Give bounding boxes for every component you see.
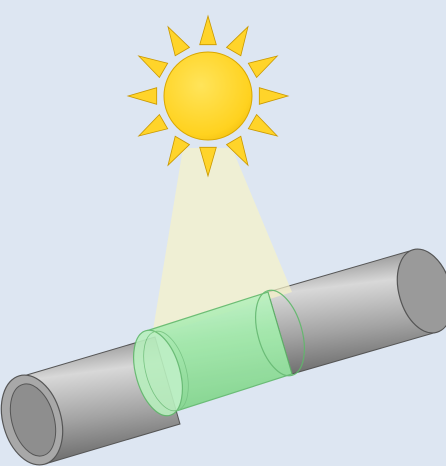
sun-ray bbox=[258, 87, 290, 105]
pipe-opening bbox=[9, 383, 57, 457]
sun-ray bbox=[225, 135, 249, 167]
sun-ray bbox=[167, 135, 191, 167]
sleeve-lip bbox=[143, 330, 189, 412]
light-beam bbox=[152, 148, 292, 336]
sun-rays bbox=[126, 14, 290, 178]
heat-shrink-sleeve bbox=[133, 289, 305, 417]
sleeve-left-edge bbox=[133, 329, 183, 417]
sun-ray bbox=[137, 113, 169, 137]
sun-ray bbox=[199, 14, 217, 46]
sun-ray bbox=[225, 25, 249, 57]
pipe-far-end-cap bbox=[396, 248, 446, 334]
sleeve-right-edge bbox=[255, 289, 305, 377]
sun-ray bbox=[247, 55, 279, 79]
sun-ray bbox=[167, 25, 191, 57]
sun-ray bbox=[247, 113, 279, 137]
sun-ray bbox=[126, 87, 158, 105]
sun-icon bbox=[163, 51, 253, 141]
sun-ray bbox=[137, 55, 169, 79]
pipe-far-segment bbox=[267, 248, 446, 375]
sun-ray bbox=[199, 146, 217, 178]
